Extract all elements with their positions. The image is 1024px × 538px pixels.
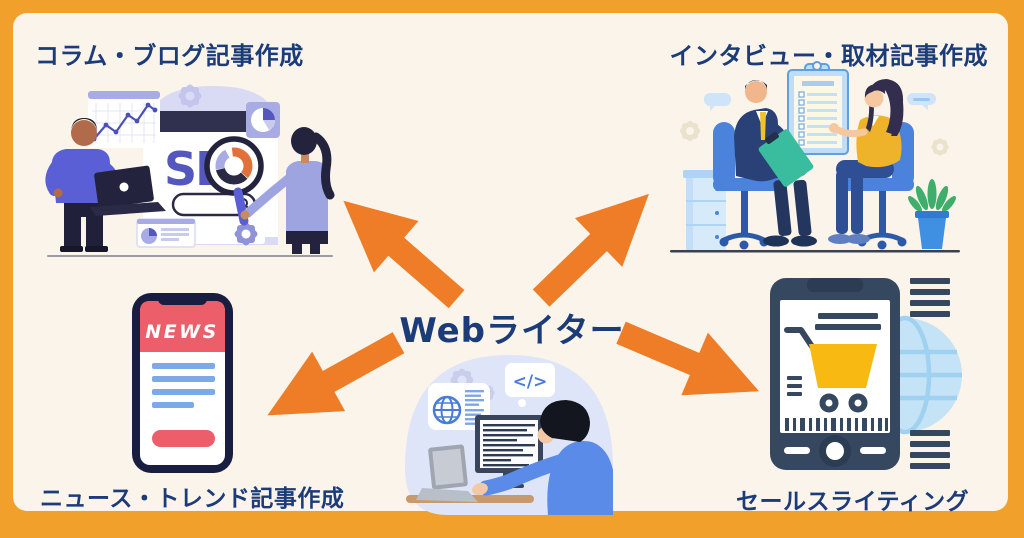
line-chart-card — [88, 91, 160, 148]
ground-line — [47, 255, 333, 257]
office-chair — [713, 122, 787, 250]
arrow-to-bottom-right-icon — [616, 321, 760, 396]
barcode — [785, 418, 888, 431]
news-text: NEWS — [145, 321, 219, 343]
arrow-to-bottom-left-icon — [267, 332, 405, 416]
phone-home-controls — [784, 435, 886, 467]
sales-illustration — [770, 278, 962, 470]
arrow-to-top-right-icon — [532, 193, 649, 307]
interview-illustration — [670, 61, 960, 253]
pie-chart-card — [246, 102, 280, 138]
person-with-magnifier — [240, 127, 335, 254]
web-document-card — [428, 383, 490, 430]
shopping-cart-icon — [784, 313, 881, 413]
gear-icon — [178, 84, 202, 108]
label-news-trend: ニュース・トレンド記事作成 — [40, 486, 345, 512]
article-lines — [152, 363, 215, 408]
gear-icon — [234, 222, 258, 246]
label-column-blog: コラム・ブログ記事作成 — [35, 42, 304, 70]
report-card — [136, 218, 196, 248]
globe-icon — [432, 395, 462, 425]
code-symbol-text: </> — [513, 372, 548, 392]
speech-bubble — [704, 93, 731, 111]
checklist-board — [787, 61, 849, 155]
gear-icon — [679, 120, 701, 142]
code-card: </> — [505, 363, 555, 407]
center-node-title: Webライター — [399, 311, 625, 351]
arrow-to-top-left-icon — [343, 200, 465, 309]
phone-notch — [158, 293, 207, 305]
text-lines — [910, 278, 950, 469]
magnifier-icon — [204, 136, 264, 226]
news-header — [140, 301, 225, 352]
laptop — [416, 444, 478, 502]
action-button — [152, 430, 215, 447]
text-lines — [465, 390, 484, 425]
person-with-laptop — [45, 118, 166, 252]
phone-notch — [807, 278, 863, 292]
news-phone-illustration: NEWS — [132, 293, 233, 473]
label-sales-writing: セールスライティング — [736, 489, 970, 515]
ground-line — [670, 250, 960, 253]
speech-bubble — [907, 93, 936, 110]
potted-plant — [908, 179, 956, 249]
seo-illustration: SEO — [45, 84, 335, 257]
interviewee-person — [828, 79, 904, 244]
gear-icon — [931, 138, 949, 156]
web-writer-illustration: </> — [405, 355, 613, 515]
clipboard — [758, 129, 814, 187]
writer-person — [472, 400, 613, 515]
interviewer-person — [734, 79, 817, 247]
